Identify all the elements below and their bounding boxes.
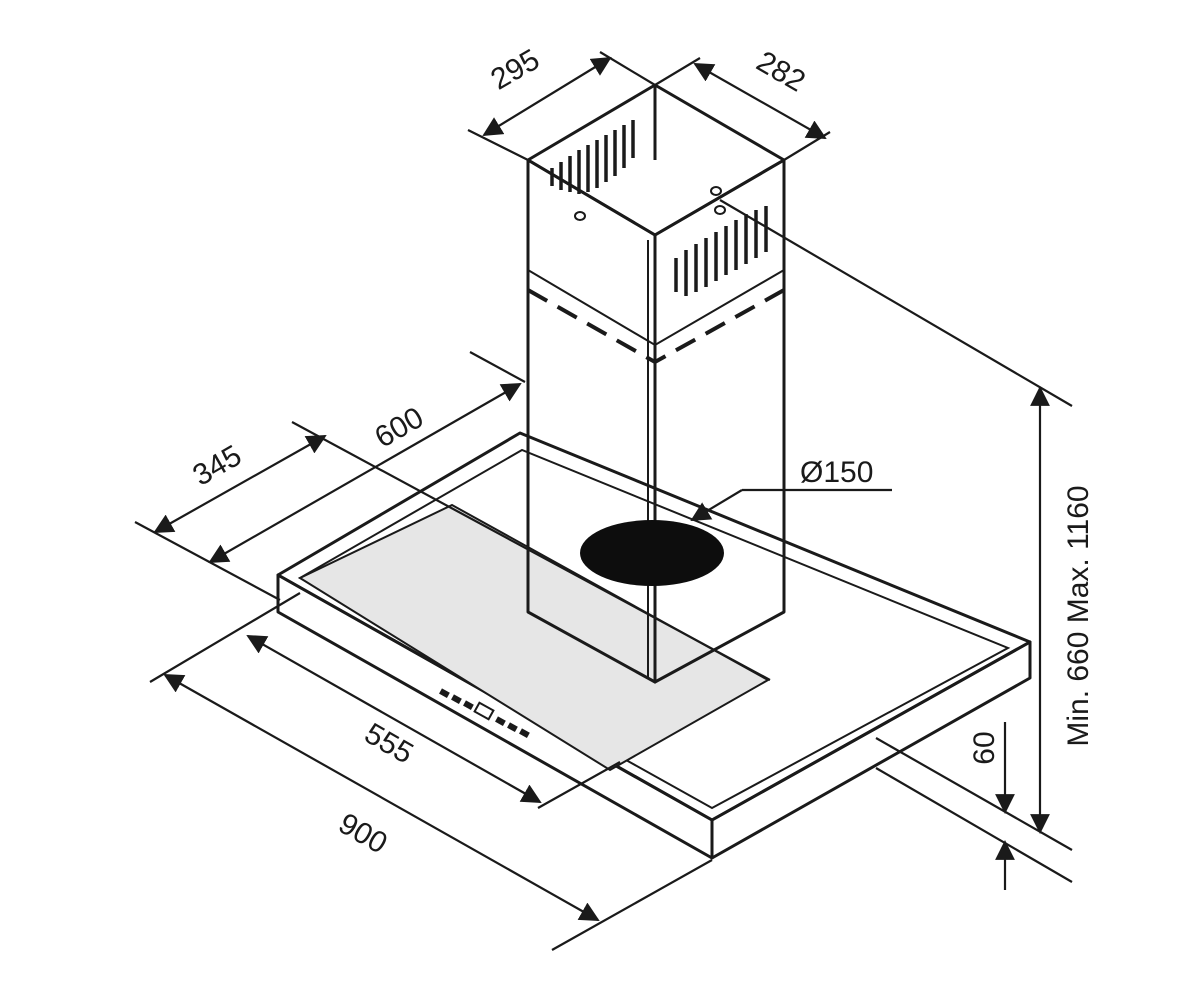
- chimney-overlap-dashed: [527, 288, 785, 365]
- screw-hole: [710, 186, 722, 196]
- chimney-join-line: [527, 269, 785, 347]
- control-display: [473, 701, 495, 721]
- extension-line: [599, 51, 656, 86]
- extension-line: [467, 129, 529, 161]
- label-555: 555: [359, 717, 419, 771]
- extension-line: [537, 761, 621, 809]
- extension-line: [875, 767, 1073, 883]
- extension-line: [719, 199, 1073, 407]
- dim-900-line: [163, 674, 600, 921]
- extension-line: [654, 57, 701, 86]
- extension-line: [551, 859, 713, 951]
- extension-line: [149, 592, 301, 683]
- label-900: 900: [333, 807, 393, 861]
- control-button: [439, 688, 450, 699]
- dim-282-line: [693, 63, 827, 139]
- control-button: [463, 700, 474, 711]
- extension-line: [134, 521, 281, 601]
- label-total-height: Min. 660 Max. 1160: [1062, 485, 1095, 746]
- control-button: [507, 722, 518, 733]
- control-button: [519, 728, 530, 739]
- label-295: 295: [485, 43, 545, 97]
- air-outlet: [580, 520, 724, 586]
- chimney: [526, 83, 786, 684]
- left-vent-slots: [550, 120, 635, 194]
- screw-hole: [714, 205, 726, 215]
- label-600: 600: [369, 401, 429, 455]
- label-282: 282: [751, 45, 811, 99]
- control-button: [495, 716, 506, 727]
- dim-295-line: [482, 56, 612, 137]
- control-button: [451, 694, 462, 705]
- extension-line: [469, 351, 526, 383]
- dimension-lines: [134, 51, 1073, 951]
- leader-line: [690, 489, 743, 522]
- label-60: 60: [968, 731, 1001, 764]
- right-vent-slots: [674, 206, 768, 296]
- screw-hole: [574, 211, 586, 221]
- dim-345-line: [153, 435, 327, 533]
- canopy-right-face: [710, 640, 1032, 860]
- label-outlet-diameter: Ø150: [800, 456, 873, 489]
